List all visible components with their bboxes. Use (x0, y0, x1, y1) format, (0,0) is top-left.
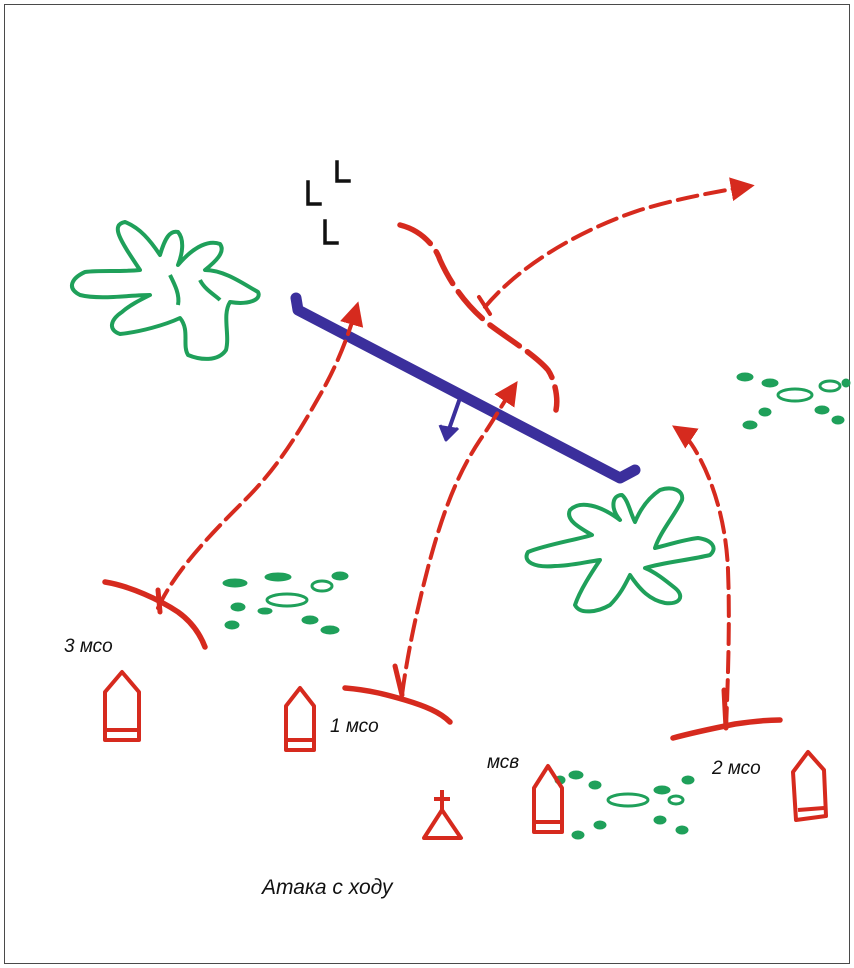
label-battalion: мсв (487, 752, 520, 773)
grove-center-right (524, 486, 716, 614)
enemy-obstacle-markers (306, 160, 351, 245)
shrubs-bottom (554, 770, 695, 840)
assault-line-2 (670, 717, 783, 741)
assault-lines (102, 222, 783, 741)
forward-line (397, 222, 560, 413)
axes-of-advance (155, 177, 755, 731)
shrubs-right (736, 372, 851, 430)
shrubs-left (222, 571, 349, 635)
grove-top-left (70, 220, 261, 361)
label-1-company: 1 мсо (330, 716, 379, 737)
command-post-icon (422, 790, 463, 840)
axis-3-company (156, 301, 364, 610)
assault-line-3 (102, 579, 208, 650)
diagram-caption: Атака с ходу (262, 876, 393, 899)
axis-2-company (672, 425, 731, 730)
axis-1-company (400, 381, 518, 697)
vehicle-icon-3-company (103, 670, 141, 742)
label-3-company: 3 мсо (64, 636, 113, 657)
label-2-company: 2 мсо (712, 758, 761, 779)
enemy-defense-line (290, 292, 641, 484)
unit-symbols (103, 670, 828, 834)
vehicle-icon-1-company (284, 686, 316, 752)
vehicle-icon-battalion (532, 764, 564, 834)
axis-pursuit (483, 177, 755, 309)
vehicle-icon-2-company (791, 750, 828, 822)
assault-line-1 (342, 685, 453, 725)
